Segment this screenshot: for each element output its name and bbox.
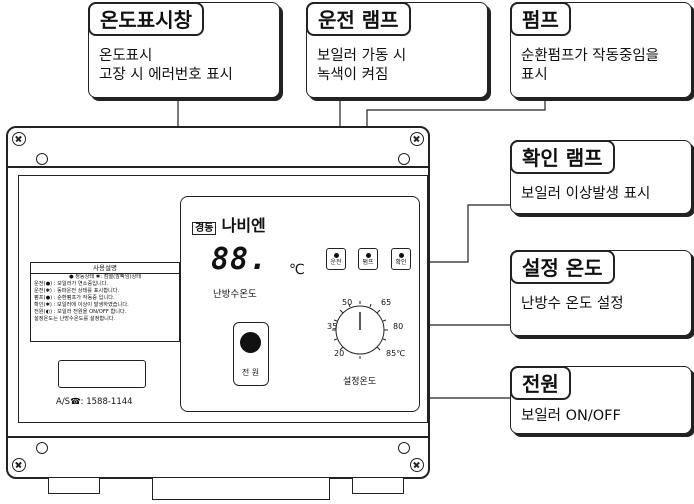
case-foot bbox=[48, 478, 100, 494]
usage-guide-line: 운전(●) : 보일러가 연소중입니다. bbox=[34, 281, 109, 287]
screw-icon bbox=[410, 458, 424, 472]
callout-temp-display-title: 온도표시창 bbox=[88, 2, 204, 36]
callout-power-line1: 보일러 ON/OFF bbox=[521, 408, 621, 424]
callout-pump: 펌프 순환펌프가 작동중임을 표시 bbox=[510, 2, 692, 98]
front-panel bbox=[18, 175, 428, 423]
set-temperature-dial[interactable] bbox=[330, 300, 390, 360]
case-bottom-divider bbox=[6, 436, 430, 438]
callout-run-lamp-title: 운전 램프 bbox=[306, 2, 411, 36]
usage-guide-title: 사용설명 bbox=[31, 263, 179, 274]
label-slot bbox=[58, 360, 146, 388]
callout-run-lamp: 운전 램프 보일러 가동 시 녹색이 켜짐 bbox=[306, 2, 488, 98]
display-unit: ℃ bbox=[289, 262, 305, 278]
callout-pump-line1: 순환펌프가 작동중임을 bbox=[521, 48, 660, 64]
callout-set-temp: 설정 온도 난방수 온도 설정 bbox=[510, 250, 692, 336]
callout-set-temp-title: 설정 온도 bbox=[510, 250, 615, 284]
display-label: 난방수온도 bbox=[213, 289, 257, 300]
mount-hole-icon bbox=[398, 442, 410, 454]
callout-temp-display: 온도표시창 온도표시 고장 시 에러번호 표시 bbox=[88, 2, 280, 98]
check-lamp-label: 확인 bbox=[395, 259, 407, 266]
usage-guide-line: 확인(✱) : 보일러에 이상이 발생하였습니다. bbox=[34, 302, 129, 308]
callout-run-lamp-line2: 녹색이 켜짐 bbox=[317, 67, 389, 83]
screw-icon bbox=[12, 458, 26, 472]
mount-hole-icon bbox=[398, 153, 410, 165]
callout-pump-line2: 표시 bbox=[521, 67, 548, 83]
power-button-knob-icon bbox=[240, 332, 261, 353]
dial-tick-20: 20 bbox=[334, 349, 345, 358]
usage-guide-line: 운전(✱) : 동파운전 상태를 표시합니다. bbox=[34, 288, 120, 294]
callout-power-title: 전원 bbox=[510, 366, 571, 400]
callout-set-temp-line1: 난방수 온도 설정 bbox=[521, 296, 624, 312]
check-lamp-icon bbox=[398, 253, 404, 258]
pump-lamp-icon bbox=[365, 253, 371, 258]
dial-tick-50: 50 bbox=[342, 298, 353, 307]
run-lamp-icon bbox=[333, 253, 339, 258]
case-foot bbox=[152, 478, 330, 500]
callout-check-lamp: 확인 램프 보일러 이상발생 표시 bbox=[510, 140, 692, 214]
screw-icon bbox=[410, 132, 424, 146]
power-button-label: 전 원 bbox=[241, 368, 260, 377]
temperature-display: 88. bbox=[211, 242, 269, 277]
usage-guide-line: 전원(◐) : 보일러 전원을 ON/OFF 합니다. bbox=[34, 309, 127, 315]
callout-check-lamp-line1: 보일러 이상발생 표시 bbox=[521, 186, 651, 202]
callout-pump-title: 펌프 bbox=[510, 2, 571, 36]
usage-guide-line: 설정온도는 난방수온도를 설정합니다. bbox=[34, 316, 116, 322]
case-top-divider bbox=[6, 166, 430, 168]
power-button[interactable]: 전 원 bbox=[233, 322, 269, 386]
callout-check-lamp-title: 확인 램프 bbox=[510, 140, 615, 174]
brand-logo: 경동 나비엔 bbox=[192, 212, 266, 236]
usage-guide: 사용설명 ● 정동상태 ✱: 점멸(깜빡임)상태 운전(●) : 보일러가 연소… bbox=[30, 262, 180, 342]
case-foot bbox=[352, 478, 404, 494]
dial-tick-85: 85℃ bbox=[386, 349, 406, 358]
pump-lamp-button[interactable]: 펌프 bbox=[358, 248, 378, 270]
brand-badge: 경동 bbox=[192, 222, 217, 235]
pump-lamp-label: 펌프 bbox=[362, 259, 374, 266]
callout-power: 전원 보일러 ON/OFF bbox=[510, 366, 692, 434]
usage-guide-legend: ● 정동상태 ✱: 점멸(깜빡임)상태 bbox=[68, 274, 142, 280]
control-panel bbox=[180, 196, 420, 412]
usage-guide-line: 펌프(●) : 순환펌프가 작동중 입니다. bbox=[34, 295, 115, 301]
run-lamp-label: 운전 bbox=[330, 259, 342, 266]
dial-tick-80: 80 bbox=[393, 322, 404, 331]
run-lamp-button[interactable]: 운전 bbox=[326, 248, 346, 270]
check-lamp-button[interactable]: 확인 bbox=[391, 248, 411, 270]
mount-hole-icon bbox=[36, 442, 48, 454]
dial-tick-35: 35 bbox=[327, 322, 338, 331]
service-phone: A/S☎: 1588-1144 bbox=[56, 397, 133, 407]
mount-hole-icon bbox=[36, 153, 48, 165]
brand-name: 나비엔 bbox=[221, 216, 266, 235]
callout-run-lamp-line1: 보일러 가동 시 bbox=[317, 48, 407, 64]
screw-icon bbox=[12, 132, 26, 146]
callout-temp-display-line1: 온도표시 bbox=[99, 48, 153, 64]
dial-tick-65: 65 bbox=[381, 298, 392, 307]
callout-temp-display-line2: 고장 시 에러번호 표시 bbox=[99, 67, 233, 83]
dial-label: 설정온도 bbox=[343, 377, 377, 387]
